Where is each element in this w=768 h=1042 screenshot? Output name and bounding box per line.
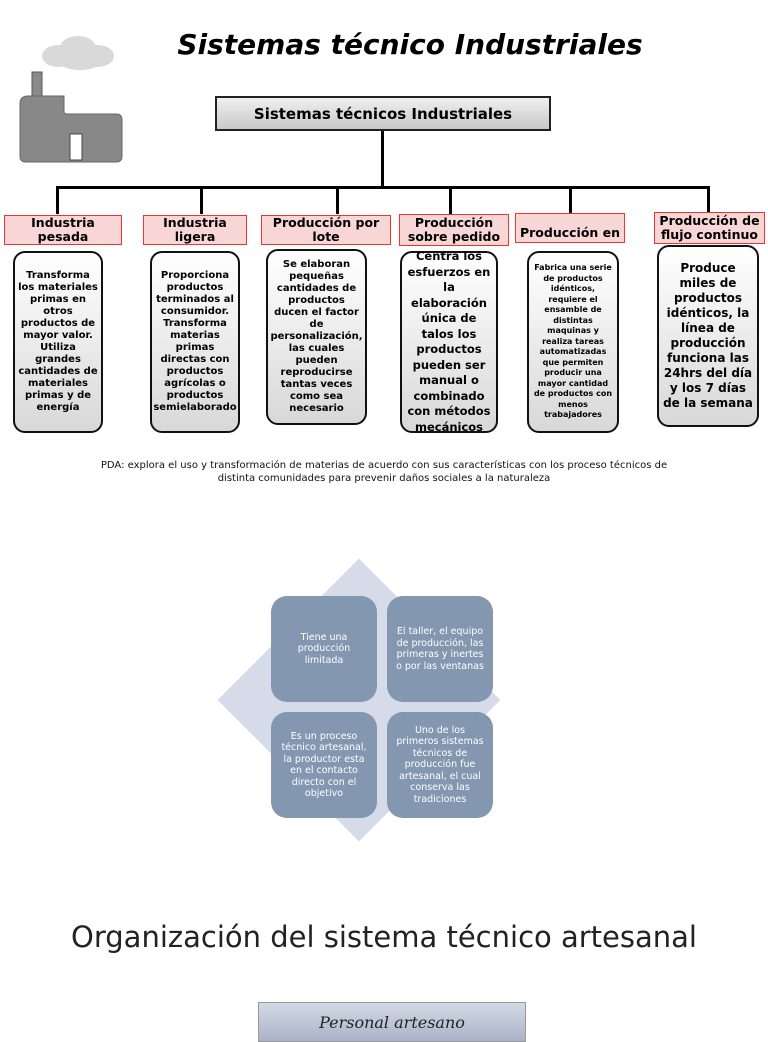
factory-icon [18,34,128,164]
section-title-artesanal: Organización del sistema técnico artesan… [71,920,697,954]
description-industria-pesada: Transforma los materiales primas en otro… [13,251,103,433]
connector-trunk [381,131,384,187]
tile-top-right: El taller, el equipo de producción, las … [387,596,493,702]
pda-statement: PDA: explora el uso y transformación de … [100,460,668,484]
slide-title: Sistemas técnico Industriales [177,28,643,61]
category-industria-ligera: Industria ligera [143,215,247,245]
description-industria-ligera: Proporciona productos terminados al cons… [150,251,240,433]
description-produccion-por-lote: Se elaboran pequeñas cantidades de produ… [266,249,367,425]
description-produccion-sobre-pedido: Centra los esfuerzos en la elaboración ú… [400,249,498,434]
category-produccion-en-masa: Producción en masa [515,213,625,278]
category-produccion-flujo-continuo: Producción de flujo continuo [654,212,765,244]
connector-drop-6 [707,186,710,214]
tile-top-left: Tiene una producción limitada [271,596,377,702]
description-produccion-en-masa: Fabrica una serie de productos idénticos… [527,251,619,433]
tile-bottom-left: Es un proceso técnico artesanal, la prod… [271,712,377,818]
connector-drop-3 [336,186,339,214]
connector-drop-2 [200,186,203,214]
faint-header-text [150,4,590,16]
connector-drop-4 [449,186,452,214]
description-produccion-flujo-continuo: Produce miles de productos idénticos, la… [657,245,759,427]
category-produccion-por-lote: Producción por lote [261,215,391,245]
personal-artesano-box: Personal artesano [258,1002,526,1042]
diagram-root-node: Sistemas técnicos Industriales [215,96,551,131]
connector-drop-5 [569,186,572,214]
connector-horizontal [56,186,710,189]
tile-bottom-right: Uno de los primeros sistemas técnicos de… [387,712,493,818]
category-industria-pesada: Industria pesada [4,215,122,245]
connector-drop-1 [56,186,59,214]
category-produccion-sobre-pedido: Producción sobre pedido [399,214,509,246]
